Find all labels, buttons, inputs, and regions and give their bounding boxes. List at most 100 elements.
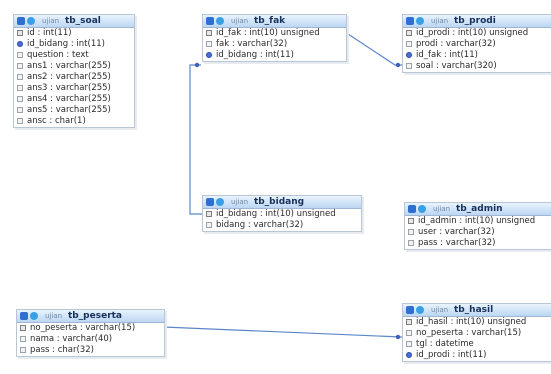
- table-tb-hasil[interactable]: ujian tb_hasil id_hasil : int(10) unsign…: [402, 303, 551, 362]
- foreign-key-icon: [17, 41, 23, 47]
- table-icon: [408, 205, 416, 213]
- column-row[interactable]: bidang : varchar(32): [203, 220, 361, 231]
- column-icon: [17, 118, 23, 124]
- column-icon: [17, 63, 23, 69]
- column-row[interactable]: no_peserta : varchar(15): [17, 323, 164, 334]
- foreign-key-icon: [206, 52, 212, 58]
- view-icon: [416, 306, 424, 314]
- table-name: tb_hasil: [453, 305, 494, 315]
- table-tb-bidang[interactable]: ujian tb_bidang id_bidang : int(10) unsi…: [202, 195, 362, 232]
- primary-key-icon: [20, 325, 26, 331]
- column-row[interactable]: question : text: [14, 50, 134, 61]
- table-name: tb_bidang: [253, 197, 305, 207]
- column-row[interactable]: soal : varchar(320): [403, 61, 551, 72]
- foreign-key-icon: [406, 52, 412, 58]
- table-icon: [206, 198, 214, 206]
- column-icon: [17, 107, 23, 113]
- column-row[interactable]: pass : varchar(32): [405, 238, 551, 249]
- table-icon: [406, 306, 414, 314]
- column-icon: [17, 74, 23, 80]
- column-icon: [406, 63, 412, 69]
- table-header[interactable]: ujian tb_bidang: [203, 196, 361, 209]
- table-header[interactable]: ujian tb_admin: [405, 203, 551, 216]
- column-row[interactable]: tgl : datetime: [403, 339, 551, 350]
- schema-name: ujian: [431, 17, 449, 25]
- link-end-marker: [194, 62, 200, 68]
- column-row[interactable]: id_admin : int(10) unsigned: [405, 216, 551, 227]
- table-header[interactable]: ujian tb_peserta: [17, 310, 164, 323]
- column-row[interactable]: ans3 : varchar(255): [14, 83, 134, 94]
- column-icon: [17, 96, 23, 102]
- column-row[interactable]: ans4 : varchar(255): [14, 94, 134, 105]
- column-row[interactable]: id_bidang : int(10) unsigned: [203, 209, 361, 220]
- schema-name: ujian: [42, 17, 60, 25]
- table-name: tb_peserta: [67, 311, 123, 321]
- primary-key-icon: [206, 30, 212, 36]
- table-header[interactable]: ujian tb_fak: [203, 15, 346, 28]
- column-icon: [406, 341, 412, 347]
- view-icon: [216, 17, 224, 25]
- column-row[interactable]: id_fak : int(10) unsigned: [203, 28, 346, 39]
- column-row[interactable]: id_bidang : int(11): [14, 39, 134, 50]
- table-name: tb_soal: [64, 16, 101, 26]
- column-icon: [406, 330, 412, 336]
- column-row[interactable]: id_hasil : int(10) unsigned: [403, 317, 551, 328]
- view-icon: [416, 17, 424, 25]
- column-row[interactable]: id_fak : int(11): [403, 50, 551, 61]
- link-fak-bidang: [189, 64, 202, 215]
- column-row[interactable]: no_peserta : varchar(15): [403, 328, 551, 339]
- table-tb-admin[interactable]: ujian tb_admin id_admin : int(10) unsign…: [404, 202, 551, 250]
- table-name: tb_fak: [253, 16, 286, 26]
- view-icon: [27, 17, 35, 25]
- table-tb-peserta[interactable]: ujian tb_peserta no_peserta : varchar(15…: [16, 309, 165, 357]
- column-row[interactable]: ansc : char(1): [14, 116, 134, 127]
- table-icon: [20, 312, 28, 320]
- column-icon: [17, 85, 23, 91]
- table-tb-fak[interactable]: ujian tb_fak id_fak : int(10) unsigned f…: [202, 14, 347, 62]
- view-icon: [418, 205, 426, 213]
- view-icon: [30, 312, 38, 320]
- column-row[interactable]: ans2 : varchar(255): [14, 72, 134, 83]
- column-row[interactable]: id_prodi : int(10) unsigned: [403, 28, 551, 39]
- column-icon: [17, 52, 23, 58]
- column-row[interactable]: pass : char(32): [17, 345, 164, 356]
- column-row[interactable]: nama : varchar(40): [17, 334, 164, 345]
- column-icon: [206, 222, 212, 228]
- table-header[interactable]: ujian tb_prodi: [403, 15, 551, 28]
- column-icon: [20, 336, 26, 342]
- table-header[interactable]: ujian tb_hasil: [403, 304, 551, 317]
- table-name: tb_admin: [455, 204, 503, 214]
- link-fak-prodi: [344, 31, 402, 66]
- schema-name: ujian: [231, 198, 249, 206]
- table-icon: [17, 17, 25, 25]
- table-tb-soal[interactable]: ujian tb_soal id : int(11) id_bidang : i…: [13, 14, 135, 128]
- table-icon: [406, 17, 414, 25]
- column-row[interactable]: fak : varchar(32): [203, 39, 346, 50]
- column-icon: [20, 347, 26, 353]
- column-row[interactable]: id : int(11): [14, 28, 134, 39]
- column-icon: [206, 41, 212, 47]
- schema-name: ujian: [45, 312, 63, 320]
- column-row[interactable]: ans1 : varchar(255): [14, 61, 134, 72]
- primary-key-icon: [408, 218, 414, 224]
- table-tb-prodi[interactable]: ujian tb_prodi id_prodi : int(10) unsign…: [402, 14, 551, 73]
- column-row[interactable]: ans5 : varchar(255): [14, 105, 134, 116]
- column-icon: [408, 240, 414, 246]
- foreign-key-icon: [406, 352, 412, 358]
- view-icon: [216, 198, 224, 206]
- link-end-marker: [395, 334, 401, 340]
- column-icon: [406, 41, 412, 47]
- column-icon: [408, 229, 414, 235]
- schema-name: ujian: [431, 306, 449, 314]
- column-row[interactable]: id_prodi : int(11): [403, 350, 551, 361]
- schema-name: ujian: [231, 17, 249, 25]
- column-row[interactable]: user : varchar(32): [405, 227, 551, 238]
- primary-key-icon: [406, 319, 412, 325]
- table-icon: [206, 17, 214, 25]
- column-row[interactable]: id_bidang : int(11): [203, 50, 346, 61]
- primary-key-icon: [206, 211, 212, 217]
- table-header[interactable]: ujian tb_soal: [14, 15, 134, 28]
- primary-key-icon: [406, 30, 412, 36]
- column-row[interactable]: prodi : varchar(32): [403, 39, 551, 50]
